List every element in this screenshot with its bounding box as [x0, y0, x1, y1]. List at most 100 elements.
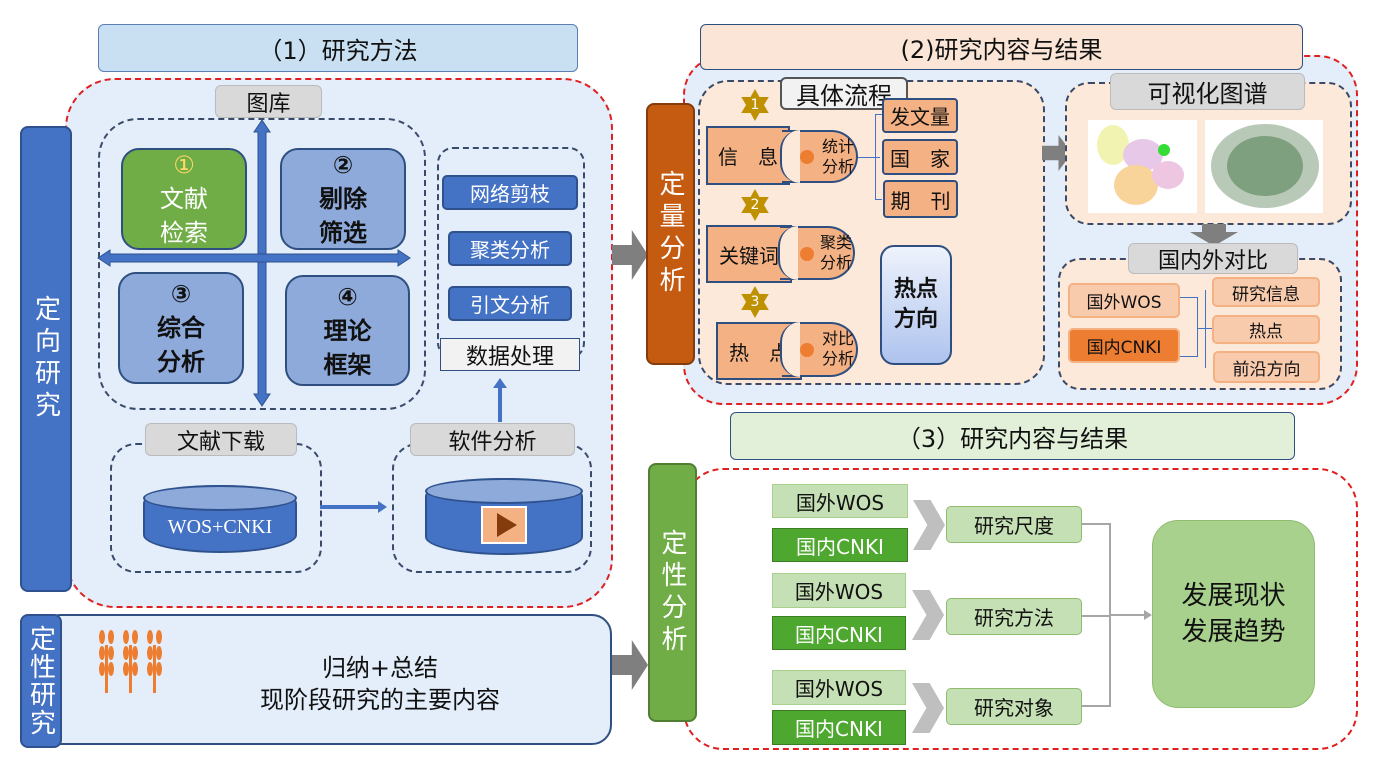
hotspot-text: 方向: [893, 307, 938, 332]
final-text: 发展现状: [1181, 581, 1286, 611]
summary-line2: 现阶段研究的主要内容: [260, 685, 500, 714]
arrow-to-qualitative: [612, 640, 648, 690]
directional-research-bar: 定向研究: [20, 126, 72, 592]
network-map-image: [1205, 120, 1323, 213]
quad-synthesis: ③ 综合分析: [118, 272, 244, 384]
gallery-label: 图库: [215, 85, 322, 118]
method-text: 对比: [821, 329, 854, 348]
connector: [1197, 297, 1198, 357]
section2-title: (2)研究内容与结果: [700, 24, 1303, 70]
method-text: 分析: [821, 157, 854, 176]
quad-number: ④: [337, 282, 358, 311]
arrow-to-quantitative: [612, 230, 648, 280]
qualitative-research-bar: 定性研究: [20, 614, 62, 748]
output-countries: 国 家: [882, 139, 958, 175]
method-compare: [780, 322, 858, 377]
final-text: 发展趋势: [1181, 617, 1286, 647]
bullet-dot: [800, 247, 814, 261]
gallery-box: [98, 118, 426, 410]
quad-text: 理论: [323, 316, 372, 345]
visual-label: 可视化图谱: [1110, 73, 1305, 110]
cluster-map-image: [1088, 120, 1197, 213]
connector: [858, 157, 880, 158]
quad-text: 检索: [160, 219, 208, 247]
compare-research-info: 研究信息: [1212, 277, 1320, 307]
result-scale: 研究尺度: [946, 506, 1082, 543]
method-text: 聚类: [819, 233, 852, 252]
connector: [1205, 290, 1206, 368]
qualitative-analysis-bar: 定性分析: [648, 463, 697, 722]
connector: [1082, 615, 1110, 617]
method-compare-text: 对比分析: [820, 327, 856, 371]
method-text: 统计: [821, 137, 854, 156]
database-label: WOS+CNKI: [167, 515, 273, 538]
method-text: 分析: [821, 349, 854, 368]
compare-frontier: 前沿方向: [1213, 351, 1320, 383]
database-cylinder: WOS+CNKI: [143, 485, 297, 553]
download-label: 文献下载: [145, 423, 297, 456]
quad-filter: ② 剔除筛选: [280, 148, 406, 250]
compare-hotspot: 热点: [1212, 315, 1320, 344]
down-arrow: [1190, 224, 1238, 246]
wheat-icon: [99, 630, 162, 693]
cluster-analysis: 聚类分析: [448, 231, 572, 266]
connector: [875, 199, 882, 200]
connector: [1180, 356, 1197, 357]
play-icon: [481, 505, 527, 544]
connector: [1180, 297, 1197, 298]
network-pruning: 网络剪枝: [442, 175, 578, 210]
citation-analysis: 引文分析: [448, 286, 572, 321]
flow-label: 具体流程: [780, 77, 908, 110]
quad-text: 文献: [160, 185, 208, 213]
step-info: 信 息: [706, 126, 790, 185]
method-cluster: [778, 226, 855, 280]
result-method: 研究方法: [946, 598, 1082, 635]
group2-cnki: 国内CNKI: [772, 616, 906, 650]
arrow-to-final: [1110, 610, 1152, 620]
hotspot-direction: 热点方向: [880, 245, 952, 365]
bullet-dot: [800, 150, 814, 164]
quad-text: 分析: [157, 348, 205, 376]
group1-cnki: 国内CNKI: [772, 528, 908, 562]
group3-cnki: 国内CNKI: [772, 710, 906, 745]
data-processing-label: 数据处理: [440, 338, 580, 371]
quad-text: 筛选: [319, 219, 367, 247]
connector: [1082, 705, 1110, 707]
method-statistics-text: 统计分析: [820, 135, 856, 179]
summary-line1: 归纳+总结: [321, 653, 439, 682]
right-arrow: [320, 501, 387, 513]
connector: [1082, 523, 1110, 525]
cross-arrows: [97, 119, 411, 407]
section3-title: （3）研究内容与结果: [730, 412, 1295, 460]
quad-framework: ④ 理论框架: [285, 275, 410, 386]
quad-text: 综合: [157, 314, 205, 342]
quantitative-analysis-bar: 定量分析: [646, 103, 695, 365]
quad-number: ②: [332, 151, 354, 179]
software-label: 软件分析: [410, 423, 575, 456]
section1-title: （1）研究方法: [98, 24, 578, 72]
output-publications: 发文量: [882, 98, 958, 133]
connector: [875, 114, 876, 200]
connector: [875, 114, 882, 115]
software-cylinder: [425, 478, 583, 555]
group2-wos: 国外WOS: [772, 573, 906, 608]
method-cluster-text: 聚类分析: [818, 231, 854, 275]
group3-wos: 国外WOS: [772, 670, 906, 705]
up-arrow: [493, 378, 507, 422]
output-journals: 期 刊: [883, 180, 958, 218]
quad-number: ①: [173, 151, 195, 179]
method-text: 分析: [819, 253, 852, 272]
method-statistics: [780, 130, 858, 183]
quad-text: 剔除: [319, 185, 367, 213]
result-object: 研究对象: [946, 688, 1082, 725]
quad-literature-search: ① 文献检索: [121, 148, 247, 250]
compare-label: 国内外对比: [1128, 243, 1298, 274]
quad-number: ③: [170, 280, 192, 308]
quad-text: 框架: [323, 350, 372, 379]
bullet-dot: [800, 343, 814, 357]
final-result-box: 发展现状发展趋势: [1152, 520, 1315, 708]
source-cnki: 国内CNKI: [1068, 328, 1180, 363]
source-wos: 国外WOS: [1068, 283, 1180, 318]
group1-wos: 国外WOS: [772, 484, 908, 518]
connector: [1197, 328, 1212, 329]
